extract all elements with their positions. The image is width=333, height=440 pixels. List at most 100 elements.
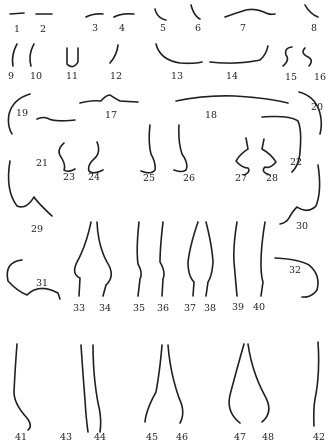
figure-number: 1 bbox=[14, 24, 20, 35]
figure-number: 17 bbox=[105, 110, 117, 121]
figure-number: 10 bbox=[30, 71, 42, 82]
figure-33: 33 bbox=[73, 222, 91, 314]
figure-number: 47 bbox=[234, 432, 246, 440]
figure-number: 43 bbox=[60, 432, 72, 440]
figure-19: 19 bbox=[8, 94, 30, 134]
figure-17: 17 bbox=[80, 95, 138, 121]
figure-41: 41 bbox=[14, 344, 30, 440]
figure-number: 25 bbox=[143, 173, 155, 184]
figure-27: 27 bbox=[235, 138, 249, 184]
figure-35: 35 bbox=[133, 222, 145, 314]
figure-number: 7 bbox=[240, 23, 246, 34]
figure-16: 16 bbox=[303, 48, 326, 83]
figure-number: 16 bbox=[314, 72, 326, 83]
figure-43: 43 bbox=[60, 345, 88, 440]
figure-37: 37 bbox=[184, 222, 198, 314]
nose-profile-outline bbox=[248, 344, 269, 422]
figure-13: 13 bbox=[156, 44, 202, 82]
figure-number: 26 bbox=[183, 173, 195, 184]
figure-number: 39 bbox=[232, 302, 244, 313]
figure-number: 40 bbox=[253, 302, 265, 313]
figure-number: 12 bbox=[110, 71, 122, 82]
figure-number: 9 bbox=[8, 71, 14, 82]
nose-profile-outline bbox=[59, 143, 75, 171]
figure-24: 24 bbox=[88, 142, 103, 183]
figure-number: 27 bbox=[235, 173, 247, 184]
nose-profile-outline bbox=[7, 260, 60, 299]
nose-profile-outline bbox=[141, 125, 155, 173]
figure-46: 46 bbox=[168, 345, 188, 440]
nose-profile-outline bbox=[155, 9, 166, 20]
nose-profile-outline bbox=[236, 138, 249, 175]
nose-profile-outline bbox=[81, 345, 88, 432]
nose-profile-outline bbox=[176, 96, 288, 103]
nose-profile-outline bbox=[188, 222, 198, 296]
nose-profile-outline bbox=[93, 345, 101, 432]
figure-number: 28 bbox=[266, 173, 278, 184]
figure-39: 39 bbox=[232, 222, 244, 313]
figure-31: 31 bbox=[7, 260, 60, 299]
nose-profile-outline bbox=[261, 222, 265, 296]
figure-number: 18 bbox=[205, 110, 217, 121]
nose-profile-outline bbox=[114, 14, 134, 17]
nose-profile-outline bbox=[37, 118, 75, 121]
nose-profile-outline bbox=[160, 222, 164, 296]
figure-30: 30 bbox=[280, 165, 320, 232]
figure-number: 4 bbox=[119, 23, 125, 34]
figure-number: 35 bbox=[133, 303, 145, 314]
figure-number: 21 bbox=[36, 158, 48, 169]
nose-profile-outline bbox=[275, 258, 318, 297]
nose-profile-outline bbox=[30, 44, 34, 66]
figure-number: 36 bbox=[157, 303, 169, 314]
figure-47: 47 bbox=[229, 344, 246, 440]
figure-number: 29 bbox=[31, 224, 43, 235]
figure-26: 26 bbox=[174, 125, 195, 184]
figure-34: 34 bbox=[97, 222, 111, 314]
figure-number: 33 bbox=[73, 303, 85, 314]
nose-profile-outline bbox=[67, 48, 78, 67]
figure-number: 41 bbox=[15, 432, 27, 440]
nose-profile-outline bbox=[89, 142, 103, 173]
figure-8: 8 bbox=[305, 5, 318, 34]
nose-profile-outline bbox=[262, 139, 276, 175]
figure-2: 2 bbox=[36, 14, 52, 35]
nose-profile-outline bbox=[314, 342, 319, 426]
figure-22: 22 bbox=[262, 117, 302, 173]
figure-5: 5 bbox=[155, 9, 166, 34]
nose-profile-outline bbox=[305, 5, 318, 17]
nose-profile-outline bbox=[168, 345, 183, 423]
figure-4: 4 bbox=[114, 14, 134, 34]
figure-number: 38 bbox=[204, 303, 216, 314]
figure-number: 19 bbox=[16, 108, 28, 119]
figure-20: 20 bbox=[299, 92, 323, 134]
figure-23: 23 bbox=[59, 143, 75, 183]
figure-25: 25 bbox=[141, 125, 155, 184]
figure-number: 23 bbox=[63, 172, 75, 183]
figure-number: 30 bbox=[296, 221, 308, 232]
nose-profile-outline bbox=[110, 45, 118, 63]
figure-36: 36 bbox=[157, 222, 169, 314]
figure-number: 11 bbox=[66, 71, 78, 82]
nose-profile-outline bbox=[86, 14, 103, 17]
nose-profile-outline bbox=[283, 47, 292, 66]
figure-number: 44 bbox=[94, 432, 106, 440]
figure-9: 9 bbox=[8, 44, 17, 82]
nose-profile-outline bbox=[145, 345, 162, 422]
figure-14: 14 bbox=[210, 46, 268, 82]
figure-number: 20 bbox=[311, 102, 323, 113]
figure-number: 2 bbox=[40, 24, 46, 35]
nose-profile-outline bbox=[97, 222, 111, 296]
nose-profile-outline bbox=[10, 13, 24, 14]
figure-7: 7 bbox=[225, 9, 275, 34]
figure-number: 22 bbox=[290, 157, 302, 168]
figure-29: 29 bbox=[9, 161, 52, 235]
nose-profile-outline bbox=[191, 5, 200, 19]
figure-number: 45 bbox=[146, 432, 158, 440]
nose-profile-outline bbox=[299, 92, 321, 134]
figure-38: 38 bbox=[204, 222, 216, 314]
figure-1: 1 bbox=[10, 13, 24, 35]
nose-profile-outline bbox=[75, 222, 91, 296]
figure-45: 45 bbox=[145, 345, 162, 440]
figure-11: 11 bbox=[66, 48, 78, 82]
figure-number: 34 bbox=[99, 303, 111, 314]
